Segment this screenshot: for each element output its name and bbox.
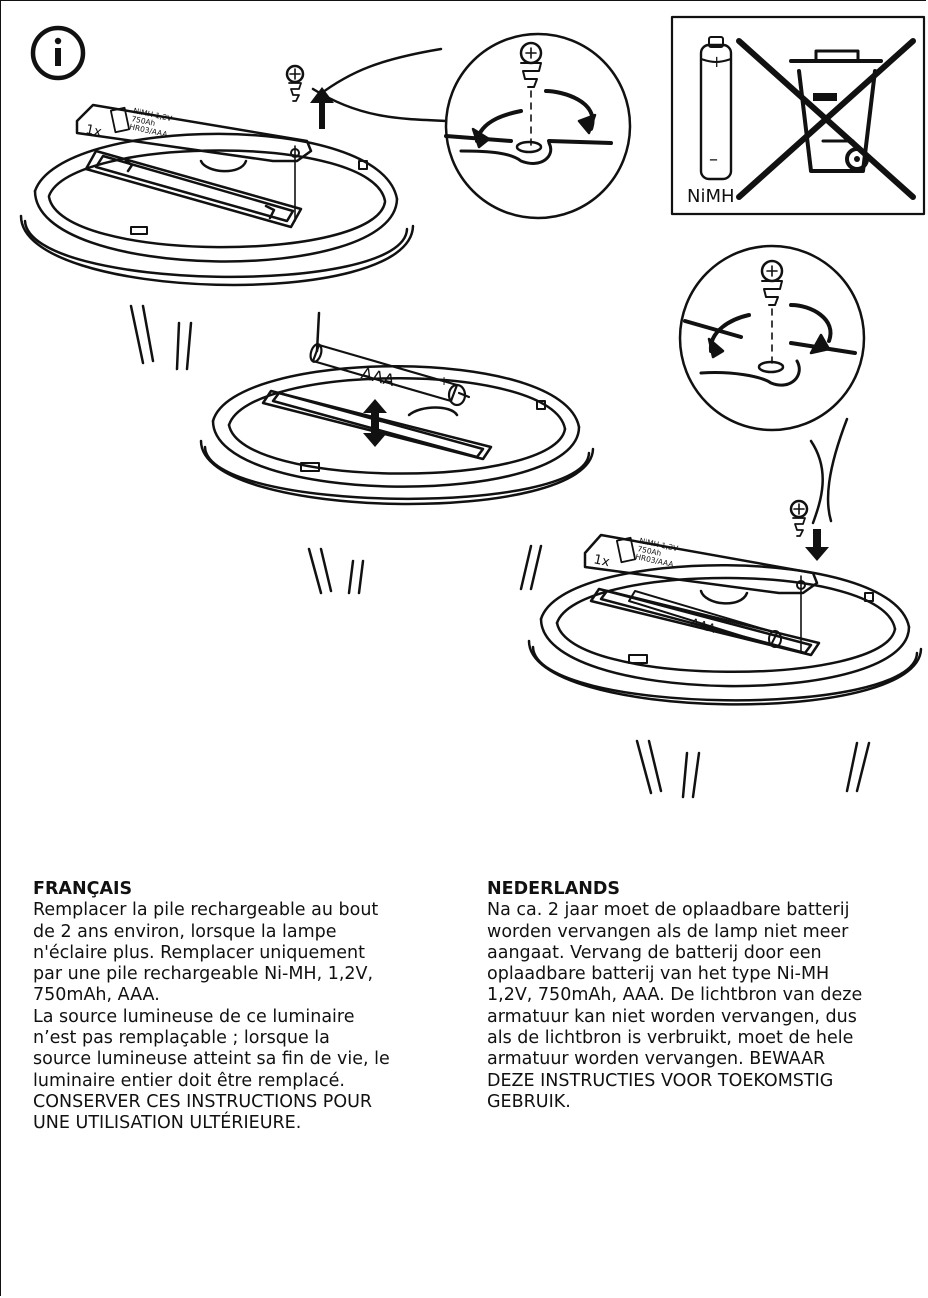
svg-text:1x: 1x	[592, 552, 611, 570]
insert-arrow-icon	[363, 399, 387, 447]
french-section: FRANÇAIS Remplacer la pile rechargeable …	[33, 879, 453, 1135]
lamp-step-3: AAA	[527, 499, 923, 799]
recycling-labels: + – NiMH	[687, 52, 735, 207]
zoom-callout-screw-in	[678, 244, 866, 525]
french-body: Remplacer la pile rechargeable au bout d…	[33, 900, 390, 1134]
info-icon	[30, 25, 86, 81]
illustration-area: AAA +	[19, 15, 926, 799]
battery-label-aaa-installed: AAA	[689, 615, 718, 636]
dutch-heading: NEDERLANDS	[487, 879, 621, 899]
zoom-callout-unscrew	[311, 32, 632, 220]
french-heading: FRANÇAIS	[33, 879, 133, 899]
nimh-label: NiMH	[687, 186, 735, 207]
svg-text:+: +	[439, 374, 449, 388]
recycling-box	[670, 15, 926, 216]
svg-text:–: –	[709, 149, 718, 170]
svg-text:1x: 1x	[84, 122, 103, 140]
dutch-section: NEDERLANDS Na ca. 2 jaar moet de oplaadb…	[487, 879, 926, 1113]
svg-text:+: +	[710, 52, 723, 71]
lamp-step-1	[19, 64, 415, 371]
lamp-step-2: AAA +	[199, 343, 595, 595]
dutch-body: Na ca. 2 jaar moet de oplaadbare batteri…	[487, 900, 863, 1112]
